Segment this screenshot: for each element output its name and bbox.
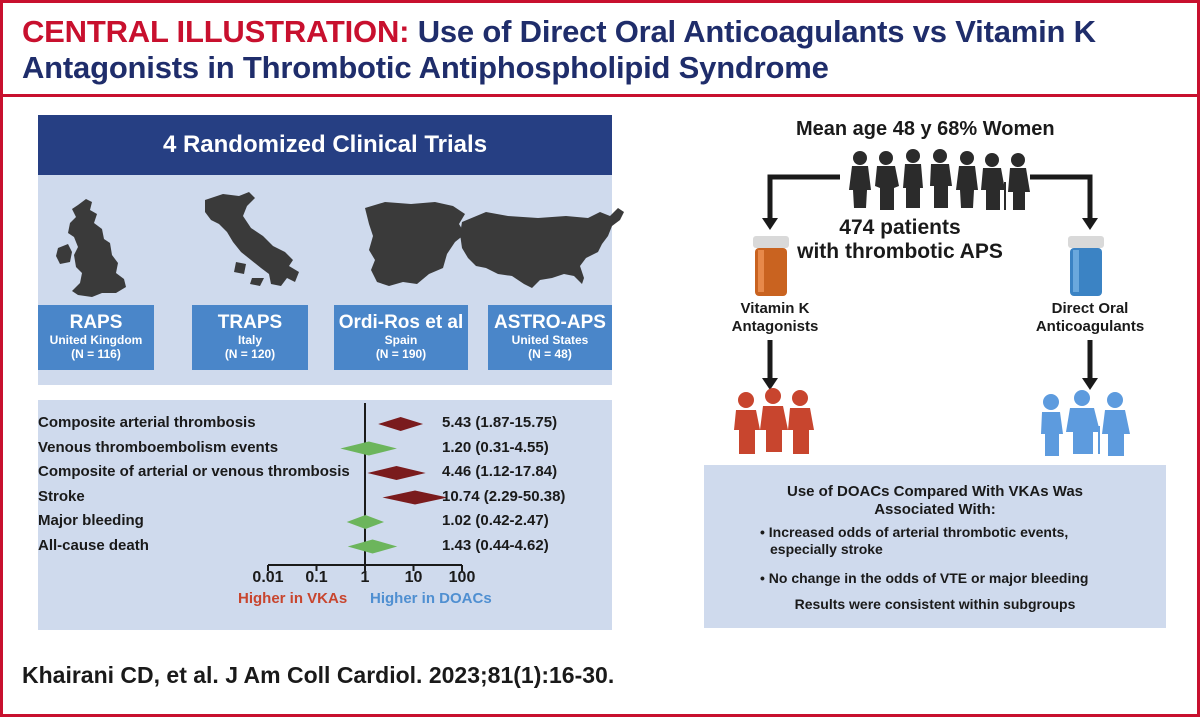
effect-diamond (347, 539, 398, 554)
doac-label: Direct Oral Anticoagulants (1030, 300, 1150, 336)
trial-card-ordi-ros: Ordi-Ros et al Spain (N = 190) (334, 305, 468, 370)
trial-card-raps: RAPS United Kingdom (N = 116) (38, 305, 154, 370)
trials-heading: 4 Randomized Clinical Trials (38, 115, 612, 175)
trial-name: ASTRO-APS (494, 312, 606, 333)
demographics-text: Mean age 48 y 68% Women (796, 118, 1055, 140)
forest-plot-panel (38, 400, 612, 630)
title-line-2: Antagonists in Thrombotic Antiphospholip… (22, 50, 829, 85)
summary-box (704, 465, 1166, 628)
trial-sample-size: (N = 116) (71, 347, 121, 361)
summary-bullet-1-line2: especially stroke (770, 541, 883, 557)
vka-label: Vitamin K Antagonists (720, 300, 830, 336)
trial-country: United States (511, 333, 589, 347)
x-tick-label: 100 (448, 569, 476, 586)
trial-country: Spain (384, 333, 418, 347)
vka-label-line2: Antagonists (731, 318, 819, 335)
trial-sample-size: (N = 120) (224, 347, 276, 361)
outcome-label: Major bleeding (38, 512, 144, 529)
patient-crowd-icon (849, 149, 1030, 210)
outcome-label: Composite arterial thrombosis (38, 414, 256, 431)
vka-label-line1: Vitamin K (740, 300, 810, 317)
outcome-estimate: 5.43 (1.87-15.75) (442, 414, 558, 431)
outcome-label: Stroke (38, 487, 85, 505)
italy-map-icon (205, 192, 299, 286)
summary-bullet-2: • No change in the odds of VTE or major … (760, 570, 1089, 586)
summary-heading-line1: Use of DOACs Compared With VKAs Was (786, 483, 1083, 500)
outcome-label: Venous thromboembolism events (38, 438, 279, 456)
doac-label-line2: Anticoagulants (1035, 318, 1145, 335)
patient-description: with thrombotic APS (797, 240, 1003, 263)
summary-footer: Results were consistent within subgroups (794, 596, 1076, 612)
trial-card-traps: TRAPS Italy (N = 120) (192, 305, 308, 370)
effect-diamond (378, 417, 424, 431)
effect-diamond (346, 515, 385, 529)
summary-bullet-1-line1: • Increased odds of arterial thrombotic … (760, 524, 1069, 540)
outcome-estimate: 1.20 (0.31-4.55) (442, 438, 549, 456)
flow-arrows (767, 174, 1093, 380)
effect-diamond (382, 490, 448, 505)
uk-map-icon (56, 199, 126, 297)
arrow-heads (762, 218, 1098, 390)
outcome-estimate: 1.02 (0.42-2.47) (442, 512, 549, 529)
trial-name: Ordi-Ros et al (338, 312, 464, 333)
trial-name: RAPS (69, 312, 123, 333)
summary-bullet-1: • Increased odds of arterial thrombotic … (760, 524, 1068, 558)
x-tick-label: 0.01 (252, 569, 284, 586)
x-tick-label: 10 (404, 569, 423, 586)
outcome-label: Composite of arterial or venous thrombos… (38, 463, 350, 480)
summary-heading-line2: Associated With: (874, 501, 996, 518)
outcome-estimate: 1.43 (0.44-4.62) (442, 536, 549, 554)
vka-pill-bottle-icon (753, 236, 789, 296)
trial-country: United Kingdom (49, 333, 143, 347)
doac-pill-bottle-icon (1068, 236, 1104, 296)
patient-count: 474 patients (839, 216, 961, 239)
direction-label-vka: Higher in VKAs (238, 590, 348, 607)
title-divider (0, 94, 1200, 97)
trial-sample-size: (N = 48) (528, 347, 572, 361)
trial-name: TRAPS (217, 312, 283, 333)
trial-sample-size: (N = 190) (375, 347, 427, 361)
doac-label-line1: Direct Oral (1051, 300, 1129, 317)
effect-diamond (340, 441, 397, 456)
citation: Khairani CD, et al. J Am Coll Cardiol. 2… (22, 662, 615, 688)
vka-patients-icon (734, 388, 814, 454)
title-line-1: CENTRAL ILLUSTRATION: Use of Direct Oral… (22, 14, 1096, 50)
title-text-1: Use of Direct Oral Anticoagulants vs Vit… (417, 14, 1096, 49)
x-tick-label: 0.1 (305, 569, 328, 586)
title-prefix: CENTRAL ILLUSTRATION: (22, 14, 410, 49)
effect-diamond (367, 466, 426, 480)
outcome-estimate: 4.46 (1.12-17.84) (442, 463, 558, 480)
summary-heading: Use of DOACs Compared With VKAs Was Asso… (704, 483, 1166, 519)
trial-card-astro-aps: ASTRO-APS United States (N = 48) (488, 305, 612, 370)
spain-map-icon (365, 202, 465, 286)
outcome-label: All-cause death (38, 536, 149, 554)
usa-map-icon (460, 208, 624, 288)
x-tick-label: 1 (360, 569, 370, 586)
direction-label-doac: Higher in DOACs (370, 590, 492, 607)
outcome-estimate: 10.74 (2.29-50.38) (442, 487, 566, 505)
doac-patients-icon (1041, 390, 1130, 456)
trial-country: Italy (237, 333, 262, 347)
